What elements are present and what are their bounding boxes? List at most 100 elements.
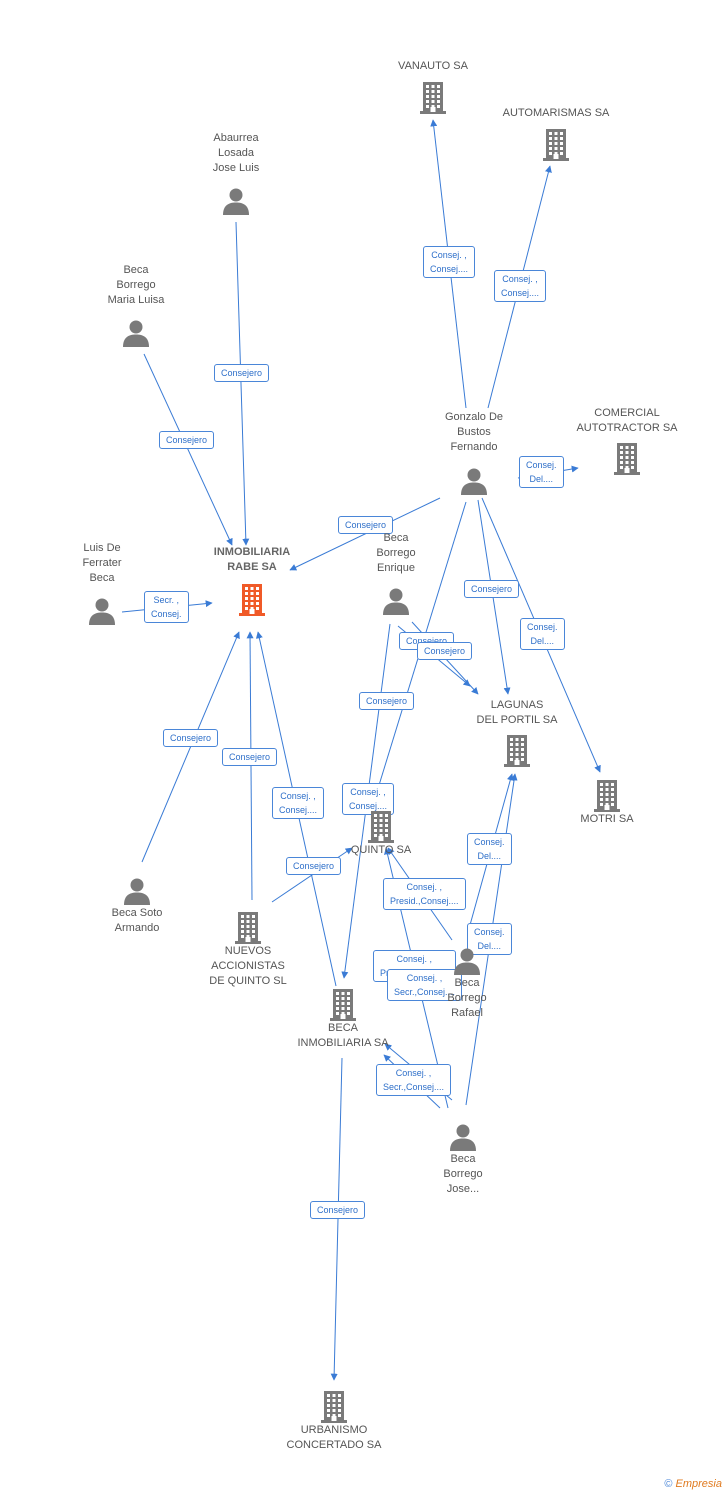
building-icon xyxy=(557,441,697,475)
node-label-line: Luis De xyxy=(83,542,121,554)
edge-label-line: Consej. , xyxy=(406,973,443,983)
edge-label-line: Del.... xyxy=(477,941,502,951)
edge-label-line: Secr.,Consej.... xyxy=(394,987,456,997)
node-label-line: Armando xyxy=(114,922,160,934)
node-label-line: LAGUNAS xyxy=(490,699,544,711)
edge-label-nuevos-to-quinto[interactable]: Consejero xyxy=(286,857,342,875)
node-label-line: Maria Luisa xyxy=(107,294,165,306)
copyright-symbol: © xyxy=(664,1478,673,1490)
edge-label-beca_rafael-to-lagunas[interactable]: Consej. Del.... xyxy=(467,833,512,865)
edge-label-beca_soto-to-inmobiliaria_rabe[interactable]: Consejero xyxy=(163,729,219,747)
edge-label-line: Consej. xyxy=(474,927,505,937)
node-label-line: Borrego xyxy=(443,1168,483,1180)
edge-label-abaurrea-to-inmobiliaria_rabe[interactable]: Consejero xyxy=(214,364,270,382)
edge-label-line: Consej. xyxy=(474,837,505,847)
edge-label-gonzalo-to-vanauto[interactable]: Consej. ,Consej.... xyxy=(423,246,476,278)
edge-label-line: Consejero xyxy=(229,752,271,762)
node-label-line: Borrego xyxy=(116,279,156,291)
edge-label-line: Consej. xyxy=(526,460,557,470)
building-icon xyxy=(264,1389,404,1423)
node-label: VANAUTO SA xyxy=(363,59,503,74)
node-automarismas[interactable]: AUTOMARISMAS SA xyxy=(486,106,626,161)
node-vanauto[interactable]: VANAUTO SA xyxy=(363,59,503,114)
edge-label-line: Consejero xyxy=(406,636,448,646)
building-icon xyxy=(363,80,503,114)
node-label: QUINTO SA xyxy=(311,843,451,858)
edge-label-line: Consejero xyxy=(166,435,208,445)
node-label-line: Jose... xyxy=(446,1183,480,1195)
node-motri[interactable]: MOTRI SA xyxy=(537,778,677,827)
node-label-line: RABE SA xyxy=(227,561,277,573)
edge-label-line: Consej. xyxy=(151,609,182,619)
building-icon xyxy=(486,127,626,161)
edge-label-line: Presid.,Consej.... xyxy=(390,896,459,906)
edge-label-beca_inmobiliaria-to-inmobiliaria_rabe[interactable]: Consej. ,Consej.... xyxy=(272,787,325,819)
building-icon xyxy=(178,910,318,944)
edge-label-line: Consejero xyxy=(366,696,408,706)
edge-label-gonzalo-to-quinto[interactable]: Consej. ,Consej.... xyxy=(342,783,395,815)
building-icon xyxy=(182,582,322,616)
node-label-line: Bustos xyxy=(457,426,491,438)
edge-label-gonzalo-to-comercial[interactable]: Consej.Del.... xyxy=(519,456,564,488)
person-icon xyxy=(393,1122,533,1152)
node-label-line: MOTRI SA xyxy=(580,813,634,825)
edge-label-beca_maria-to-inmobiliaria_rabe[interactable]: Consejero xyxy=(159,431,215,449)
edge-label-beca_jose-to-lagunas[interactable]: Consej. Del.... xyxy=(467,923,512,955)
edge-beca_soto-to-inmobiliaria_rabe xyxy=(141,631,240,863)
node-label-line: ACCIONISTAS xyxy=(211,960,285,972)
edge-label-gonzalo-to-lagunas[interactable]: Consejero xyxy=(464,580,520,598)
edge-label-beca_enrique-to-beca_inmobiliaria[interactable]: Consejero xyxy=(359,692,415,710)
edge-label-gonzalo-to-inmobiliaria_rabe[interactable]: Consejero xyxy=(338,516,394,534)
edge-label-nuevos-to-inmobiliaria_rabe[interactable]: Consejero xyxy=(222,748,278,766)
node-label-line: DEL PORTIL SA xyxy=(476,714,558,726)
edge-label-beca_enrique-to-lagunas[interactable]: Consejero xyxy=(417,642,473,660)
node-label: LAGUNAS DEL PORTIL SA xyxy=(447,698,587,728)
edge-label-beca_rafael-to-beca_inmobiliaria[interactable]: Consej. , Secr.,Consej.... xyxy=(387,969,463,1001)
node-label-line: Beca xyxy=(123,264,149,276)
edge-label-line: Consej. , xyxy=(395,1068,432,1078)
edge-nuevos-to-inmobiliaria_rabe xyxy=(246,631,254,901)
person-icon xyxy=(397,946,537,976)
edge-label-line: Consej.... xyxy=(279,805,318,815)
brand-name: Empresia xyxy=(675,1478,722,1490)
edge-label-line: Consej.... xyxy=(501,288,540,298)
node-quinto[interactable]: QUINTO SA xyxy=(311,809,451,858)
footer-brand[interactable]: © Empresia xyxy=(664,1478,722,1490)
edge-label-luis-to-inmobiliaria_rabe[interactable]: Secr. ,Consej. xyxy=(144,591,189,623)
edge-label-line: Consejero xyxy=(471,584,513,594)
edge-label-beca_inmobiliaria-to-urbanismo[interactable]: Consejero xyxy=(310,1201,366,1219)
node-label-line: COMERCIAL xyxy=(594,407,660,419)
building-icon xyxy=(311,809,451,843)
edge-label-line: Consej. , xyxy=(396,954,433,964)
edge-label-beca_rafael-to-quinto[interactable]: Consej. ,Presid.,Consej.... xyxy=(383,878,466,910)
edge-beca_inmobiliaria-to-urbanismo xyxy=(330,1057,343,1381)
edge-label-line: Secr.,Consej.... xyxy=(383,1082,445,1092)
edge-label-line: Del.... xyxy=(477,851,502,861)
edge-label-gonzalo-to-motri[interactable]: Consej.Del.... xyxy=(520,618,565,650)
building-icon xyxy=(273,987,413,1021)
node-lagunas[interactable]: LAGUNAS DEL PORTIL SA xyxy=(447,698,587,767)
node-label-line: INMOBILIARIA xyxy=(213,546,291,558)
node-label-line: NUEVOS xyxy=(224,945,272,957)
edge-label-gonzalo-to-automarismas[interactable]: Consej. ,Consej.... xyxy=(494,270,547,302)
node-inmobiliaria-rabe[interactable]: INMOBILIARIA RABE SA xyxy=(182,545,322,616)
edge-label-beca_jose-to-beca_inmobiliaria[interactable]: Consej. , Secr.,Consej.... xyxy=(376,1064,452,1096)
